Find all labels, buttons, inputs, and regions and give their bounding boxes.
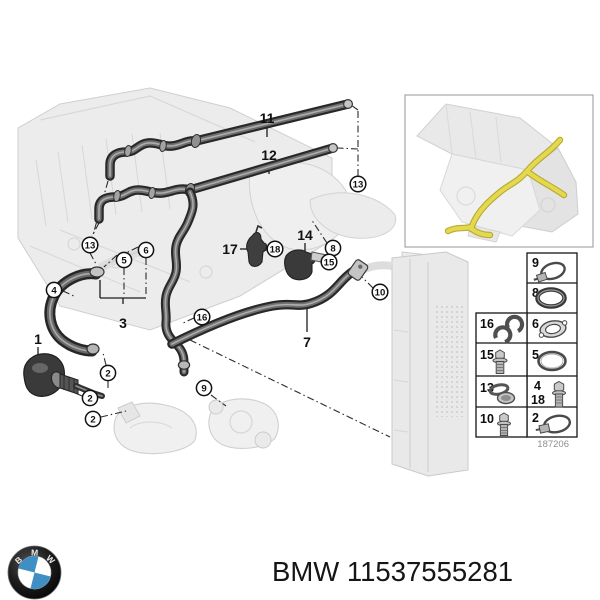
svg-text:10: 10 (480, 412, 494, 426)
fasteners-table: 9 8 16 6 (475, 252, 578, 450)
radiator-faded (356, 251, 469, 477)
svg-text:18: 18 (270, 245, 281, 256)
callout-15: 15 (320, 253, 338, 271)
callout-4: 4 (45, 281, 63, 299)
svg-text:2: 2 (532, 411, 539, 425)
flange-bolt-icon (492, 349, 508, 374)
circled-callouts: 2 2 2 4 5 6 8 9 10 13 13 15 16 18 (45, 175, 389, 428)
svg-text:4: 4 (51, 286, 57, 297)
inset-engine-faded (416, 103, 579, 243)
bold-labels: 1 3 7 11 12 14 17 (34, 110, 313, 350)
cell-4-18: 4 18 (531, 379, 566, 408)
cell-8: 8 (532, 286, 567, 309)
callout-16: 16 (193, 308, 211, 326)
cell-6: 6 (532, 317, 568, 338)
drawing-number: 187206 (537, 439, 569, 450)
o-ring-icon (535, 287, 567, 309)
cell-5: 5 (532, 348, 567, 372)
callout-13-left: 13 (81, 236, 99, 254)
callout-8: 8 (324, 239, 342, 257)
callout-18: 18 (266, 240, 284, 258)
o-ring-large-icon (537, 350, 567, 372)
cell-13: 13 (480, 381, 516, 405)
svg-text:8: 8 (330, 244, 336, 255)
svg-text:2: 2 (105, 369, 110, 380)
svg-text:15: 15 (324, 258, 335, 269)
label-pointer-lines (37, 126, 308, 357)
svg-text:9: 9 (532, 256, 539, 270)
label-14: 14 (297, 227, 313, 243)
callout-2-c: 2 (84, 410, 102, 428)
cell-10: 10 (480, 412, 511, 436)
hose-7-end-fitting (347, 259, 369, 281)
thermostat-housing-faded (208, 398, 279, 449)
svg-text:2: 2 (90, 415, 95, 426)
label-11: 11 (260, 110, 275, 126)
callout-2-a: 2 (99, 364, 117, 382)
logo-letter-b: B (13, 555, 24, 567)
hose-clamp-icon (533, 261, 566, 283)
cell-15: 15 (480, 348, 508, 374)
hex-bolt-icon (552, 380, 566, 408)
callout-9: 9 (195, 379, 213, 397)
label-3: 3 (119, 315, 127, 331)
svg-text:6: 6 (532, 317, 539, 331)
svg-text:9: 9 (201, 384, 206, 395)
svg-text:2: 2 (87, 394, 92, 405)
svg-text:6: 6 (143, 246, 148, 257)
svg-text:16: 16 (197, 313, 208, 324)
callout-13-right: 13 (349, 175, 367, 193)
callout-6: 6 (137, 241, 155, 259)
water-pump-faded (113, 401, 197, 455)
callout-10: 10 (371, 283, 389, 301)
svg-text:13: 13 (353, 180, 364, 191)
svg-text:4: 4 (534, 379, 541, 393)
cell-9: 9 (532, 256, 566, 283)
footer: B M W BMW 11537555281 (7, 545, 513, 600)
hose-clamp-large-icon (535, 414, 572, 434)
label-1: 1 (34, 331, 42, 347)
svg-text:10: 10 (375, 288, 386, 299)
label-7: 7 (303, 334, 311, 350)
leader-lines (62, 104, 391, 438)
hose-branch-6 (165, 192, 193, 372)
callout-2-b: 2 (81, 389, 99, 407)
label-12: 12 (261, 147, 277, 163)
svg-text:16: 16 (480, 317, 494, 331)
engine-inset-panel (404, 94, 594, 248)
svg-text:5: 5 (121, 256, 127, 267)
svg-text:13: 13 (85, 241, 96, 252)
hose-11 (110, 98, 354, 176)
bmw-roundel-logo: B M W (7, 545, 62, 600)
svg-text:5: 5 (532, 348, 539, 362)
hose-7 (172, 259, 369, 344)
part-17-bracket (246, 224, 267, 267)
part-number-title: BMW 11537555281 (272, 556, 513, 587)
flange-gasket-icon (538, 320, 568, 338)
retainer-clips-icon (493, 314, 525, 345)
svg-text:15: 15 (480, 348, 494, 362)
clamp-rings-icon (488, 383, 516, 405)
hose-elbow-3 (50, 266, 105, 354)
svg-text:8: 8 (532, 286, 539, 300)
svg-text:18: 18 (531, 393, 545, 407)
cell-16: 16 (480, 314, 525, 345)
hex-bolt-icon (497, 412, 511, 436)
label-17: 17 (222, 241, 238, 257)
logo-letter-m: M (31, 547, 38, 557)
cell-2: 2 (532, 411, 572, 434)
callout-5: 5 (115, 251, 133, 269)
inset-highlighted-hoses (444, 136, 568, 239)
